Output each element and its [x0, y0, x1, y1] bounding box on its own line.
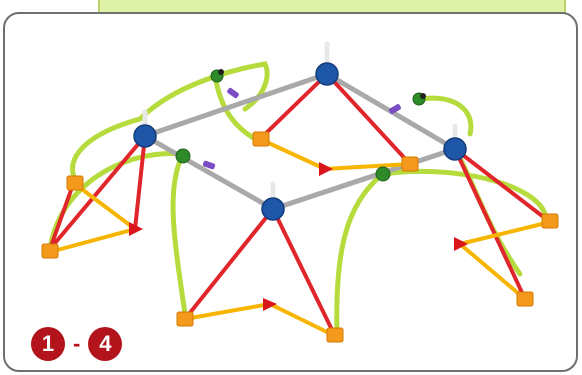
orange-connector-icon	[41, 243, 59, 259]
red-connector-icon	[129, 222, 143, 236]
gray-rod-front-left	[142, 133, 276, 212]
yellow-rod-7	[458, 220, 552, 246]
red-rod-6	[453, 147, 527, 301]
blue-connector-icon	[133, 124, 157, 148]
yellow-rod-3	[258, 137, 327, 171]
purple-connector-icon	[227, 87, 239, 99]
red-connector-icon	[454, 237, 468, 251]
flex-rod-back-left	[137, 61, 270, 122]
gray-rods	[142, 71, 458, 212]
red-rod-4	[325, 72, 412, 166]
green-connector-icon	[175, 148, 191, 164]
red-rods	[48, 72, 552, 338]
red-rod-2	[133, 134, 147, 231]
flex-rod-left-outer	[70, 116, 143, 182]
red-connector-icon	[263, 298, 277, 311]
red-rod-7	[183, 207, 275, 321]
flex-rod-back-right	[417, 95, 474, 137]
yellow-rod-4	[323, 162, 412, 171]
gray-rod-back-left	[142, 71, 330, 139]
yellow-rod-1	[73, 182, 137, 231]
illustration-frame: 1 - 4	[3, 12, 578, 372]
yellow-rod-5	[183, 302, 272, 321]
flex-rod-right-front	[380, 168, 548, 217]
gray-rod-front-right	[270, 146, 458, 212]
blue-connector-icon	[443, 137, 467, 161]
flex-rod-front-right	[334, 171, 386, 337]
orange-connector-icon	[401, 156, 419, 172]
orange-connector-icon	[541, 213, 559, 229]
red-connector-icon	[319, 162, 333, 176]
end-cap	[218, 69, 224, 75]
purple-connector-icon	[202, 160, 216, 170]
blue-connectors	[133, 62, 467, 221]
orange-connectors	[41, 131, 559, 343]
end-caps	[218, 69, 426, 99]
yellow-rod-2	[48, 227, 137, 254]
step-range: 1 - 4	[31, 326, 123, 362]
flex-rod-front-left	[170, 151, 188, 317]
purple-connector-icon	[389, 104, 401, 114]
red-rod-5	[453, 147, 552, 224]
blue-connector-icon	[261, 197, 285, 221]
purple-connectors	[202, 87, 401, 170]
red-connectors	[129, 162, 468, 311]
step-end-badge: 4	[88, 327, 123, 361]
orange-connector-icon	[252, 131, 270, 147]
blue-connector-icon	[315, 62, 339, 86]
orange-connector-icon	[176, 311, 194, 327]
green-connector-icon	[375, 166, 391, 182]
flex-rod-back-inner	[212, 73, 258, 142]
orange-connector-icon	[326, 327, 344, 343]
step-start-badge: 1	[31, 327, 65, 361]
red-rod-8	[271, 207, 337, 338]
yellow-rod-6	[268, 302, 337, 338]
orange-connector-icon	[66, 175, 84, 191]
end-cap	[420, 93, 426, 99]
kinex-model-illustration	[41, 41, 559, 343]
yellow-rods	[48, 137, 552, 338]
red-rod-9	[48, 177, 77, 251]
yellow-rod-8	[458, 242, 527, 301]
orange-connector-icon	[516, 291, 534, 307]
step-separator: -	[73, 331, 81, 356]
red-rod-1	[48, 134, 147, 251]
red-rod-3	[258, 72, 329, 141]
